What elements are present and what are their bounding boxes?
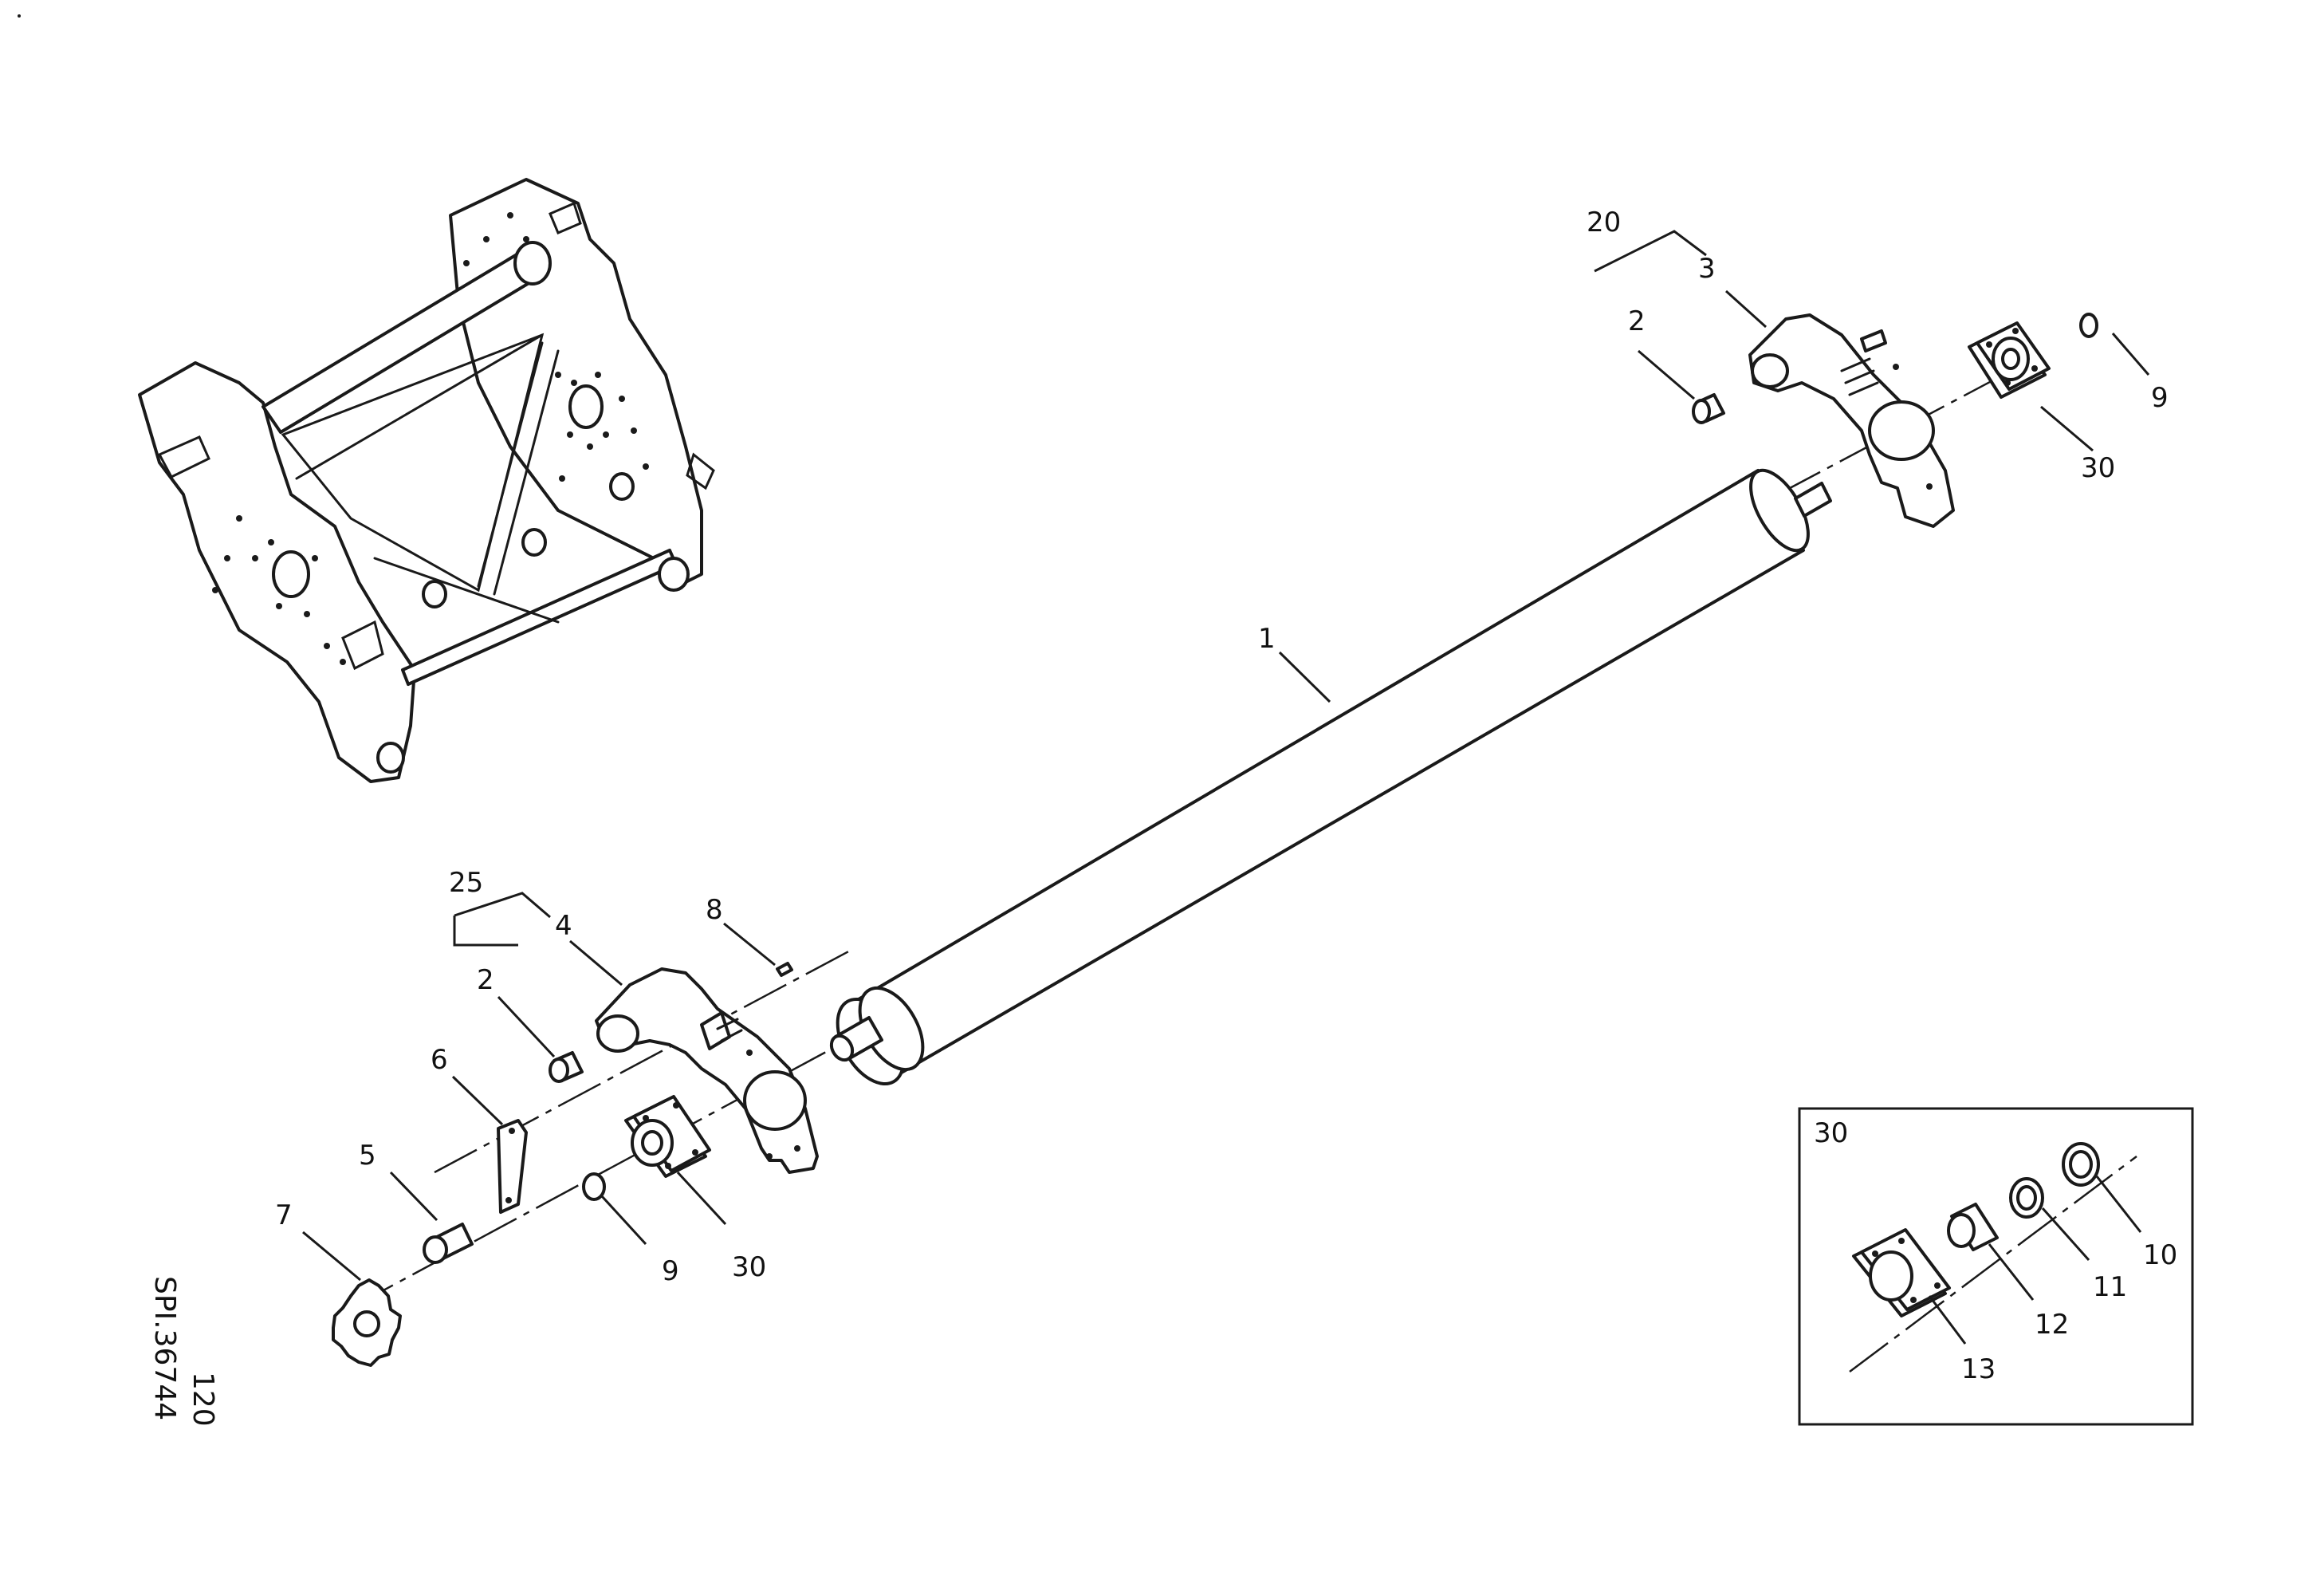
ring-left <box>582 1172 606 1201</box>
label-spacer: 5 <box>359 1140 376 1172</box>
figure-code-id: SPI.36744 <box>148 1276 181 1420</box>
spacer <box>423 1223 474 1264</box>
label-key: 8 <box>706 894 723 926</box>
bracket-right <box>1748 313 1955 528</box>
label-bushing-right: 2 <box>1628 305 1646 337</box>
bushing-left <box>549 1051 584 1083</box>
inset-detail <box>1798 1107 2194 1426</box>
label-inset-housing: 13 <box>1961 1353 1996 1385</box>
label-bracket-right: 3 <box>1698 253 1716 285</box>
frame-assembly <box>138 178 715 783</box>
label-ring-right: 9 <box>2151 382 2169 414</box>
figure-code: SPI.36744 120 <box>148 1276 219 1427</box>
label-group-left: 25 <box>449 867 483 899</box>
label-inset-insert: 12 <box>2035 1309 2069 1341</box>
label-ring-left: 9 <box>662 1255 679 1287</box>
label-inset-ring-inner: 11 <box>2093 1271 2127 1303</box>
bushing-right <box>1692 393 1725 424</box>
callout-labels: 1 20 3 2 9 30 25 4 2 8 6 5 7 9 30 30 10 … <box>275 207 2177 1385</box>
bearing-left <box>624 1095 711 1178</box>
leader-lines <box>302 230 2150 1282</box>
label-sprocket: 7 <box>275 1199 293 1231</box>
label-group-right: 20 <box>1587 207 1621 238</box>
label-bearing-left: 30 <box>732 1251 766 1283</box>
label-inset-title: 30 <box>1814 1117 1848 1149</box>
label-bracket-left: 4 <box>555 910 572 942</box>
bearing-right <box>1968 321 2051 399</box>
frame-rivets <box>212 212 649 665</box>
key <box>776 962 793 977</box>
figure-code-page: 120 <box>187 1372 219 1427</box>
label-inset-ring-outer: 10 <box>2143 1239 2177 1271</box>
ring-right <box>2079 313 2098 338</box>
corner-dot <box>18 14 21 18</box>
strap <box>497 1119 528 1214</box>
label-strap: 6 <box>431 1044 448 1076</box>
label-roller: 1 <box>1258 623 1276 655</box>
sprocket <box>332 1278 402 1367</box>
label-bushing-left: 2 <box>477 964 494 996</box>
roller <box>829 468 1832 1086</box>
bracket-left <box>595 967 819 1174</box>
label-bearing-right: 30 <box>2081 452 2115 484</box>
